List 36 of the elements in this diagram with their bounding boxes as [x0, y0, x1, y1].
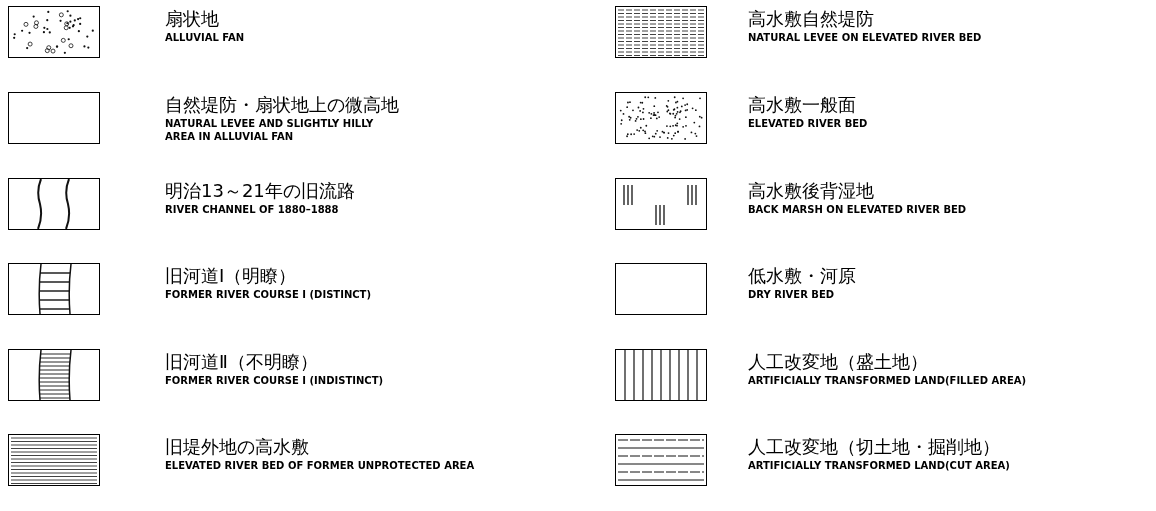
- english-label: ELEVATED RIVER BED OF FORMER UNPROTECTED AREA: [165, 459, 476, 472]
- legend-swatch: [615, 349, 707, 401]
- english-label: RIVER CHANNEL OF 1880–1888: [165, 203, 340, 216]
- japanese-label: 低水敷・河原: [748, 264, 857, 288]
- legend-swatch: [8, 263, 100, 315]
- japanese-label: 明治13～21年の旧流路: [165, 179, 356, 203]
- japanese-label: 高水敷一般面: [748, 93, 857, 117]
- english-label: FORMER RIVER COURSE I (INDISTINCT): [165, 374, 385, 387]
- japanese-label: 旧河道Ⅱ（不明瞭）: [165, 350, 319, 374]
- legend-swatch: [615, 263, 707, 315]
- english-label: ARTIFICIALLY TRANSFORMED LAND(FILLED AREA): [748, 374, 1028, 387]
- english-label: NATURAL LEVEE AND SLIGHTLY HILLY AREA IN ALLUVIAL FAN: [165, 117, 375, 143]
- legend-swatch: [615, 434, 707, 486]
- english-label: FORMER RIVER COURSE I (DISTINCT): [165, 288, 372, 301]
- english-label: BACK MARSH ON ELEVATED RIVER BED: [748, 203, 968, 216]
- japanese-label: 人工改変地（切土地・掘削地）: [748, 435, 1001, 459]
- legend-swatch: [8, 6, 100, 58]
- legend-swatch: [8, 178, 100, 230]
- japanese-label: 旧河道Ⅰ（明瞭）: [165, 264, 298, 288]
- english-label: NATURAL LEVEE ON ELEVATED RIVER BED: [748, 31, 983, 44]
- english-label: ELEVATED RIVER BED: [748, 117, 869, 130]
- legend-swatch: [8, 349, 100, 401]
- japanese-label: 旧堤外地の高水敷: [165, 435, 310, 459]
- legend-swatch: [615, 178, 707, 230]
- legend-swatch: [8, 434, 100, 486]
- english-label: ARTIFICIALLY TRANSFORMED LAND(CUT AREA): [748, 459, 1011, 472]
- english-label: ALLUVIAL FAN: [165, 31, 246, 44]
- japanese-label: 自然堤防・扇状地上の微高地: [165, 93, 400, 117]
- legend-swatch: [615, 92, 707, 144]
- japanese-label: 高水敷後背湿地: [748, 179, 875, 203]
- english-label: DRY RIVER BED: [748, 288, 836, 301]
- japanese-label: 高水敷自然堤防: [748, 7, 875, 31]
- legend-swatch: [615, 6, 707, 58]
- legend-swatch: [8, 92, 100, 144]
- japanese-label: 人工改変地（盛土地）: [748, 350, 929, 374]
- japanese-label: 扇状地: [165, 7, 220, 31]
